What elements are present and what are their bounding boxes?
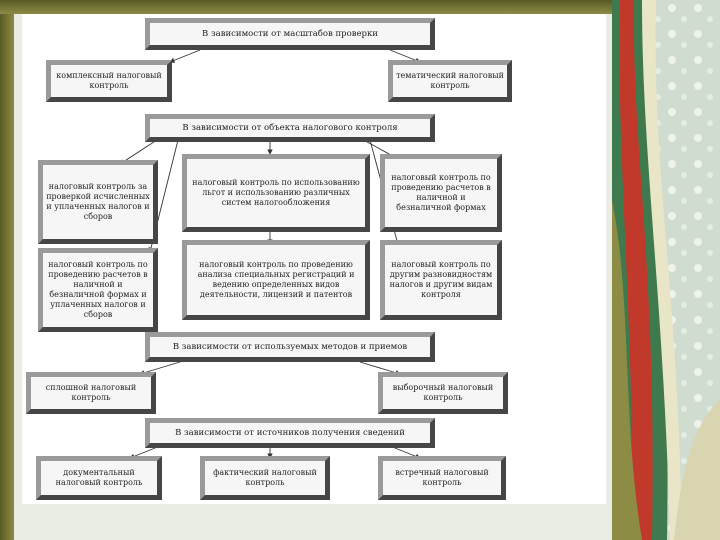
box-object-other: налоговый контроль по другим разновиднос…: [380, 240, 502, 320]
box-object-registrations: налоговый контроль по проведению анализа…: [182, 240, 370, 320]
box-documentary-control: документальный налоговый контроль: [36, 456, 162, 500]
header-by-object-text: В зависимости от объекта налогового конт…: [182, 123, 398, 133]
box-continuous-control-text: сплошной налоговый контроль: [45, 383, 137, 402]
box-object-payments-taxes-text: налоговый контроль по проведению расчето…: [48, 260, 148, 319]
header-by-methods: В зависимости от используемых методов и …: [145, 332, 435, 362]
box-object-other-text: налоговый контроль по другим разновиднос…: [389, 260, 493, 299]
header-by-methods-text: В зависимости от используемых методов и …: [172, 342, 408, 352]
box-counter-control: встречный налоговый контроль: [378, 456, 506, 500]
box-comprehensive-control-text: комплексный налоговый контроль: [56, 71, 162, 90]
box-selective-control: выборочный налоговый контроль: [378, 372, 508, 414]
box-counter-control-text: встречный налоговый контроль: [395, 468, 489, 487]
box-selective-control-text: выборочный налоговый контроль: [392, 383, 494, 402]
box-object-taxes-fees-text: налоговый контроль за проверкой исчислен…: [46, 182, 150, 221]
box-thematic-control-text: тематический налоговый контроль: [396, 71, 504, 90]
slide-frame-top: [0, 0, 620, 14]
box-documentary-control-text: документальный налоговый контроль: [55, 468, 143, 487]
header-by-scale: В зависимости от масштабов проверки: [145, 18, 435, 50]
header-by-source-text: В зависимости от источников получения св…: [175, 428, 405, 438]
box-object-taxes-fees: налоговый контроль за проверкой исчислен…: [38, 160, 158, 244]
box-actual-control: фактический налоговый контроль: [200, 456, 330, 500]
header-by-object: В зависимости от объекта налогового конт…: [145, 114, 435, 142]
decorative-panel: [612, 0, 720, 540]
box-object-benefits: налоговый контроль по использованию льго…: [182, 154, 370, 232]
slide-frame-left: [0, 0, 14, 540]
box-object-registrations-text: налоговый контроль по проведению анализа…: [197, 260, 355, 299]
box-object-cash-payments-text: налоговый контроль по проведению расчето…: [391, 173, 491, 212]
header-by-scale-text: В зависимости от масштабов проверки: [202, 29, 378, 39]
box-object-benefits-text: налоговый контроль по использованию льго…: [192, 178, 360, 207]
header-by-source: В зависимости от источников получения св…: [145, 418, 435, 448]
box-object-cash-payments: налоговый контроль по проведению расчето…: [380, 154, 502, 232]
box-continuous-control: сплошной налоговый контроль: [26, 372, 156, 414]
box-object-payments-taxes: налоговый контроль по проведению расчето…: [38, 248, 158, 332]
box-actual-control-text: фактический налоговый контроль: [213, 468, 317, 487]
box-comprehensive-control: комплексный налоговый контроль: [46, 60, 172, 102]
box-thematic-control: тематический налоговый контроль: [388, 60, 512, 102]
decorative-ribbon-graphic: [612, 0, 720, 540]
